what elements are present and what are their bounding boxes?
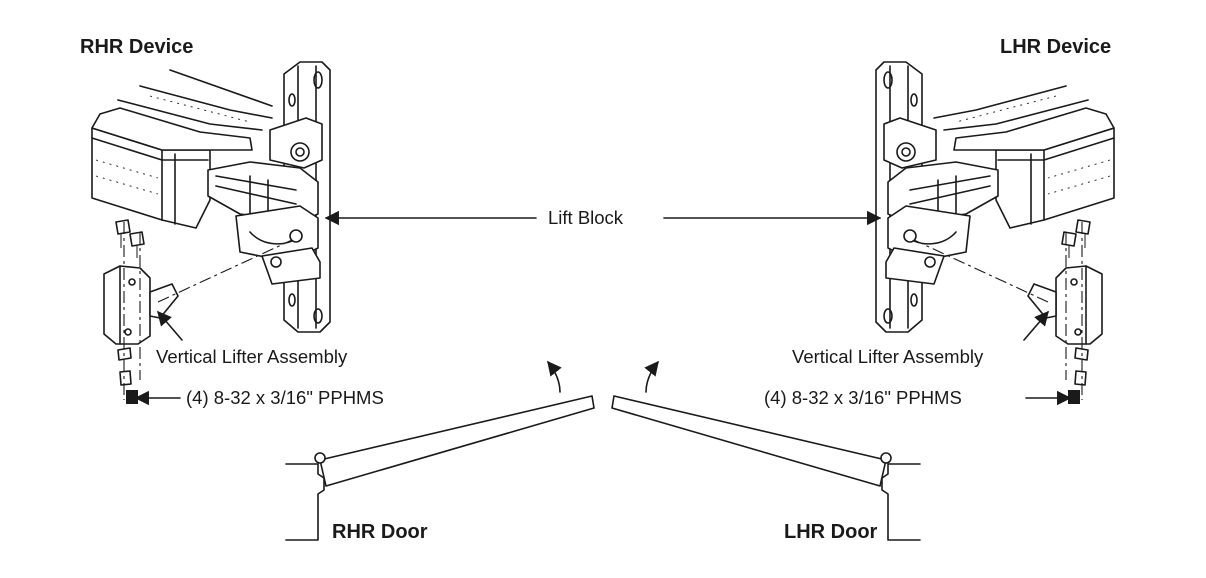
lhr-swing-arrow (644, 360, 659, 393)
vertical-lifter-label-left: Vertical Lifter Assembly (156, 346, 348, 367)
vertical-lifter-arrow-left (157, 310, 183, 341)
lhr-door-title: LHR Door (784, 521, 878, 543)
rhr-device-title: RHR Device (80, 36, 194, 58)
rhr-bottom-screws (117, 347, 138, 404)
lhr-door-drawing (611, 360, 921, 541)
screws-label-right: (4) 8-32 x 3/16" PPHMS (764, 387, 962, 408)
rhr-door-frame (285, 463, 325, 541)
lhr-door-frame (881, 463, 921, 541)
rhr-lifter-mechanism (207, 117, 323, 285)
lhr-lifter-bracket (1027, 265, 1103, 345)
screws-label-left: (4) 8-32 x 3/16" PPHMS (186, 387, 384, 408)
lhr-door-leaf (611, 395, 887, 487)
vertical-lifter-label-right: Vertical Lifter Assembly (792, 346, 984, 367)
rhr-push-bar (91, 69, 273, 229)
rhr-lifter-bracket (103, 265, 179, 345)
lift-block-label: Lift Block (548, 207, 624, 228)
rhr-door-title: RHR Door (332, 521, 428, 543)
lhr-device-drawing (875, 61, 1115, 404)
rhr-alignment-line-3 (157, 239, 293, 303)
lhr-bottom-screws (1068, 347, 1089, 404)
rhr-door-leaf (319, 395, 595, 487)
lhr-push-bar (933, 85, 1115, 229)
leader-lines (134, 210, 1072, 406)
lhr-device-title: LHR Device (1000, 36, 1112, 58)
lhr-lifter-mechanism (883, 117, 999, 285)
lhr-hinge (880, 452, 892, 464)
vertical-lifter-arrow-right (1023, 310, 1049, 341)
rhr-door-drawing (285, 360, 595, 541)
rhr-hinge (314, 452, 326, 464)
rhr-device-drawing (91, 61, 331, 404)
rhr-swing-arrow (547, 360, 562, 393)
lhr-top-screws (1061, 219, 1091, 258)
